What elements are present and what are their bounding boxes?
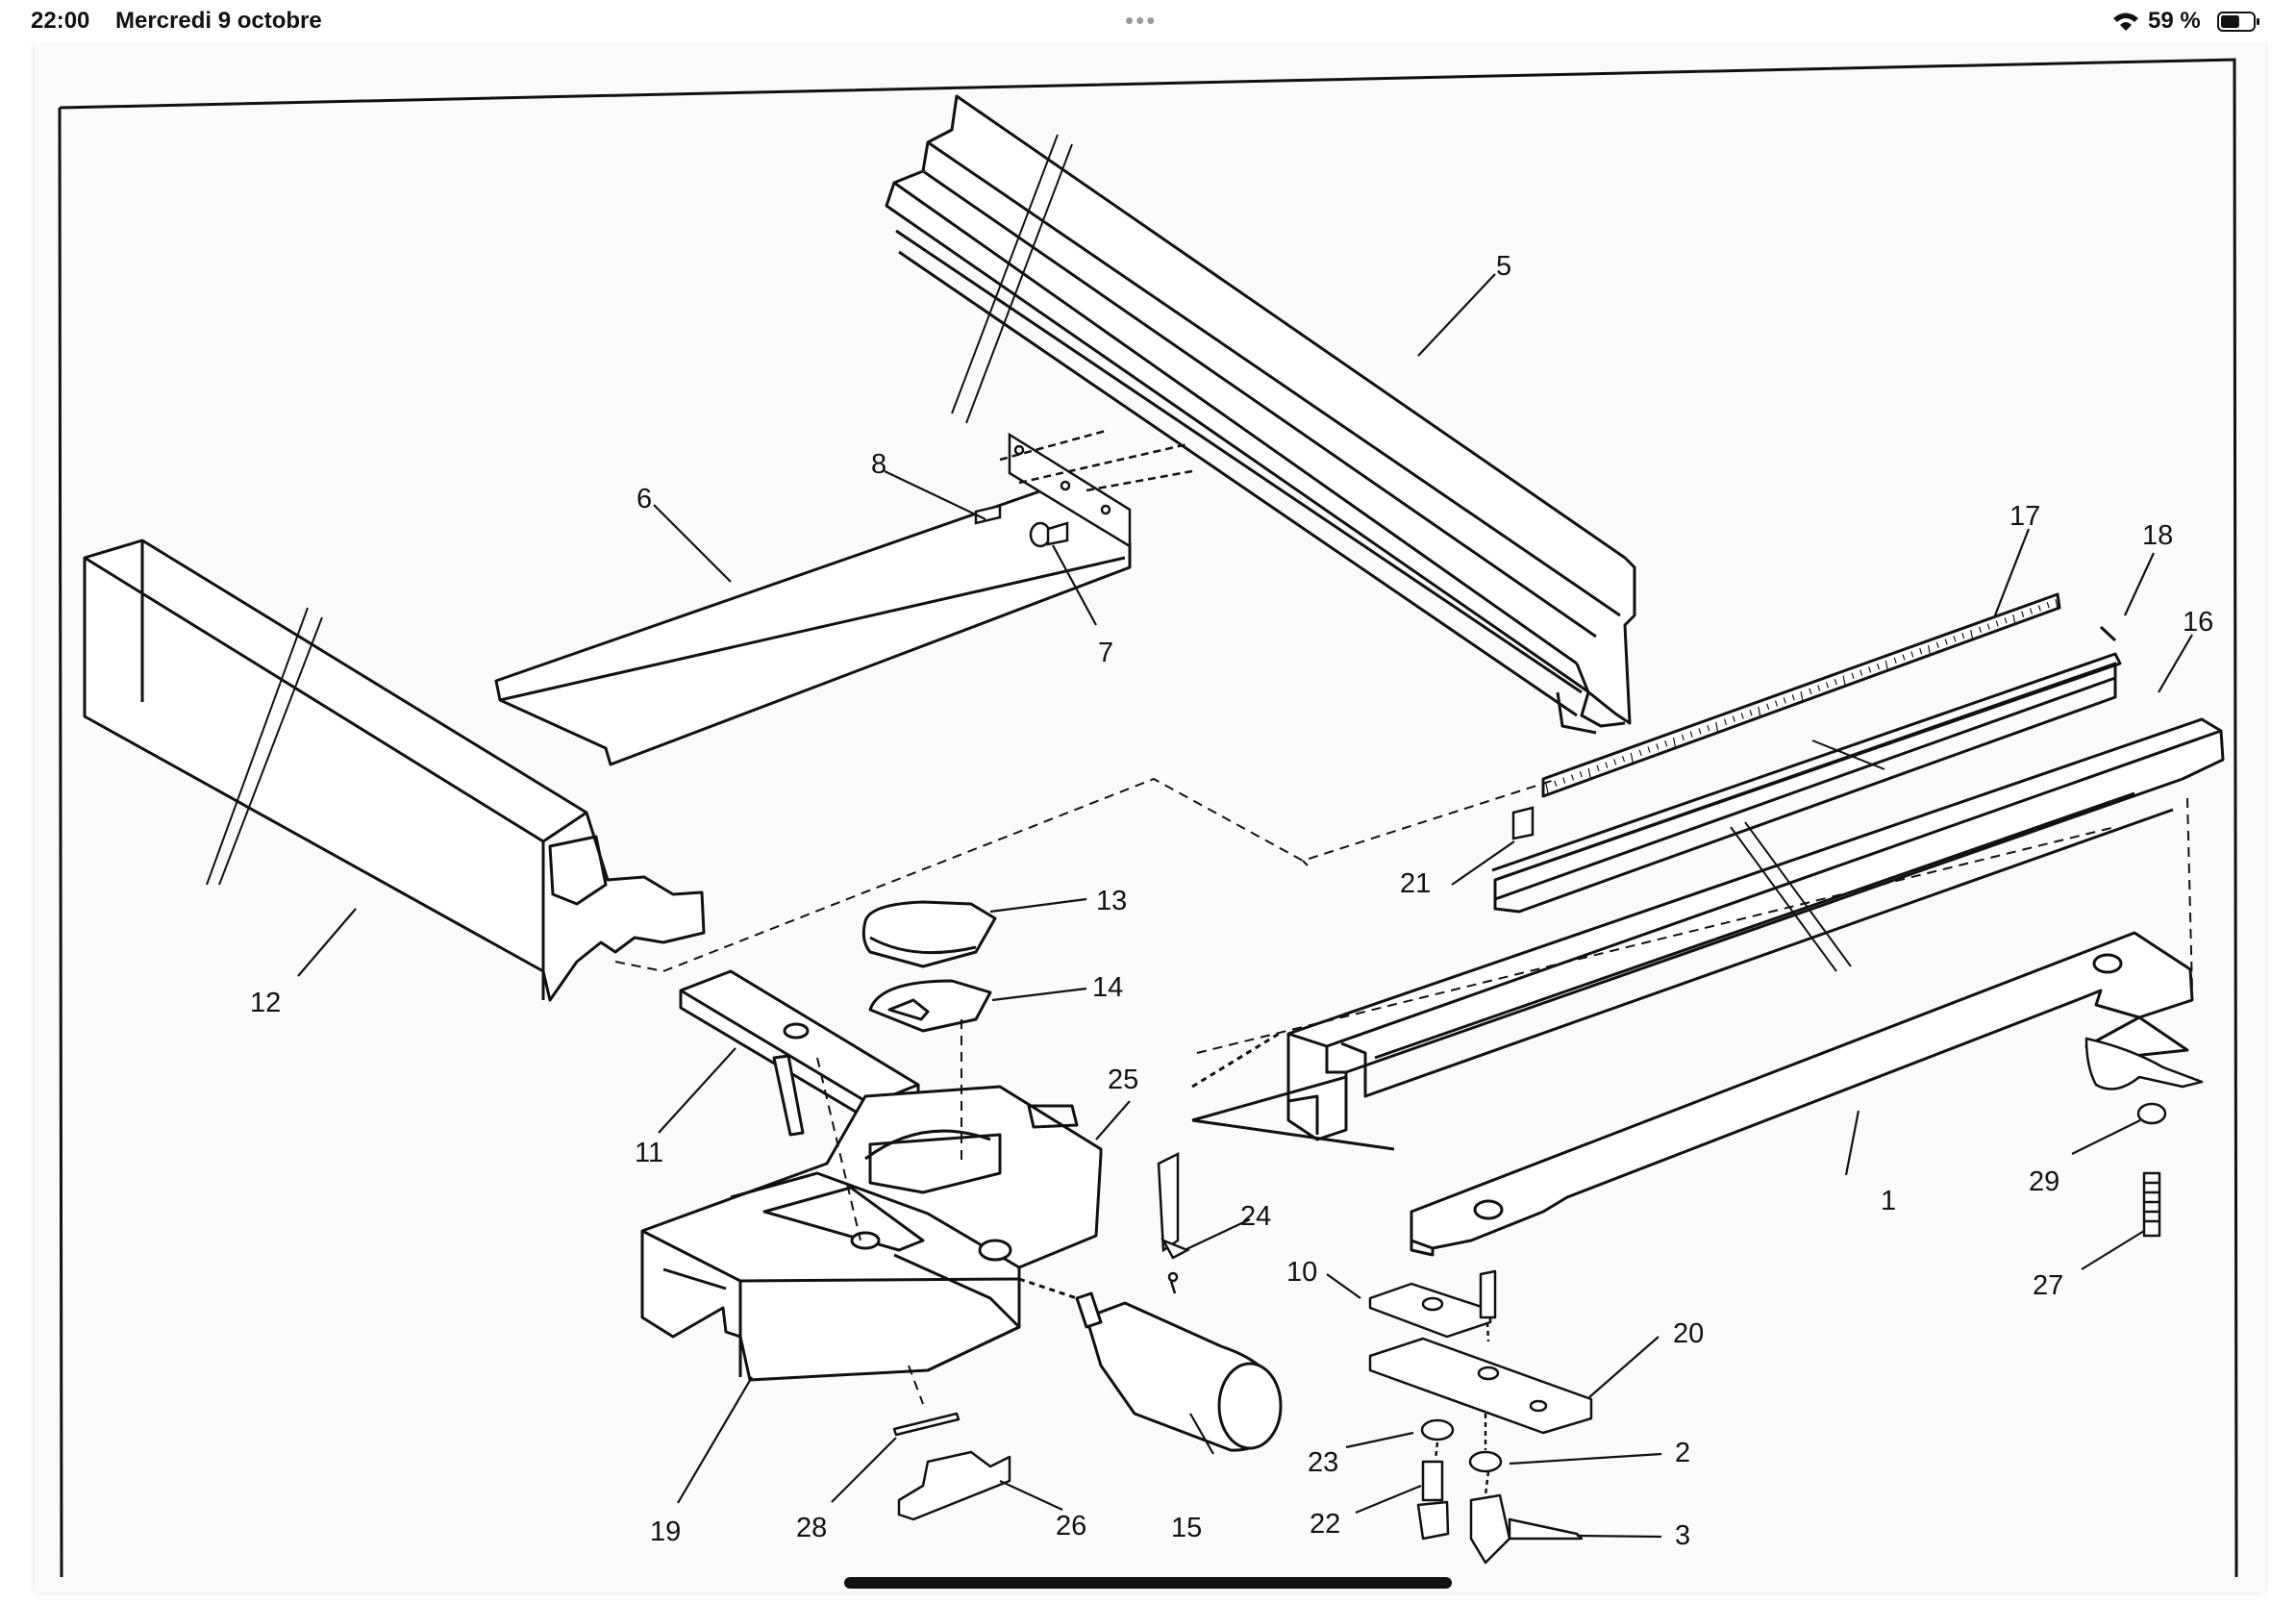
label-part-27: 27	[2033, 1270, 2063, 1301]
label-part-12: 12	[250, 988, 281, 1018]
part-1-main-rail	[1286, 717, 2225, 1141]
multitasking-dots[interactable]: •••	[1125, 6, 1158, 35]
label-part-25: 25	[1108, 1065, 1138, 1095]
label-part-20: 20	[1673, 1318, 1704, 1349]
label-part-14: 14	[1092, 972, 1123, 1003]
label-part-18: 18	[2142, 520, 2173, 551]
part-12-profile-extrusion	[83, 539, 706, 1002]
part-19-carriage-block	[640, 1085, 1103, 1382]
label-part-15: 15	[1171, 1513, 1202, 1543]
part-15-knob	[1018, 1277, 1283, 1452]
status-bar: 22:00 Mercredi 9 octobre ••• 59 %	[0, 0, 2296, 42]
label-part-6: 6	[636, 484, 652, 514]
wifi-icon	[2113, 13, 2138, 31]
label-part-24: 24	[1240, 1201, 1271, 1232]
part-26-28-small-parts	[892, 1412, 1011, 1521]
label-part-21: 21	[1400, 868, 1431, 899]
part-1-support-bracket	[1191, 931, 2194, 1257]
part-21-set-screw	[1511, 806, 1535, 840]
label-part-7: 7	[1098, 638, 1113, 668]
label-part-29: 29	[2029, 1166, 2059, 1197]
part-10-20-clamp-assembly	[1368, 1269, 1593, 1565]
page-frame	[58, 58, 2238, 1578]
label-part-16: 16	[2183, 607, 2213, 638]
label-part-1: 1	[1881, 1186, 1896, 1216]
assembly-guide-lines	[614, 777, 2193, 1405]
part-labels: 5 6 8 7 17 18 16 21 13 14 12 11 25 24 1 …	[250, 251, 2213, 1551]
label-part-19: 19	[650, 1516, 681, 1547]
label-part-2: 2	[1675, 1438, 1690, 1468]
label-part-11: 11	[635, 1138, 663, 1168]
label-part-23: 23	[1308, 1447, 1338, 1478]
label-part-13: 13	[1096, 886, 1127, 916]
status-time: 22:00	[31, 8, 90, 34]
label-part-5: 5	[1496, 251, 1511, 282]
part-5-fence-rail	[885, 94, 1636, 735]
home-indicator[interactable]	[844, 1577, 1452, 1589]
label-part-28: 28	[796, 1513, 827, 1543]
label-part-26: 26	[1056, 1511, 1086, 1541]
part-7-8-mounting-plate	[974, 429, 1193, 549]
part-17-scale-ticks	[1545, 598, 2059, 794]
label-part-17: 17	[2009, 501, 2040, 532]
leader-lines	[297, 273, 2193, 1539]
label-part-22: 22	[1310, 1509, 1340, 1540]
part-27-29-bolt-lever	[2084, 1037, 2204, 1238]
part-13-14-pads	[861, 900, 997, 1033]
battery-percent: 59 %	[2148, 8, 2201, 34]
label-part-8: 8	[871, 449, 886, 480]
label-part-3: 3	[1675, 1520, 1690, 1551]
battery-icon	[2217, 12, 2259, 32]
status-date: Mercredi 9 octobre	[115, 8, 322, 34]
label-part-10: 10	[1286, 1257, 1317, 1288]
part-25-bracket	[1157, 1151, 1190, 1294]
